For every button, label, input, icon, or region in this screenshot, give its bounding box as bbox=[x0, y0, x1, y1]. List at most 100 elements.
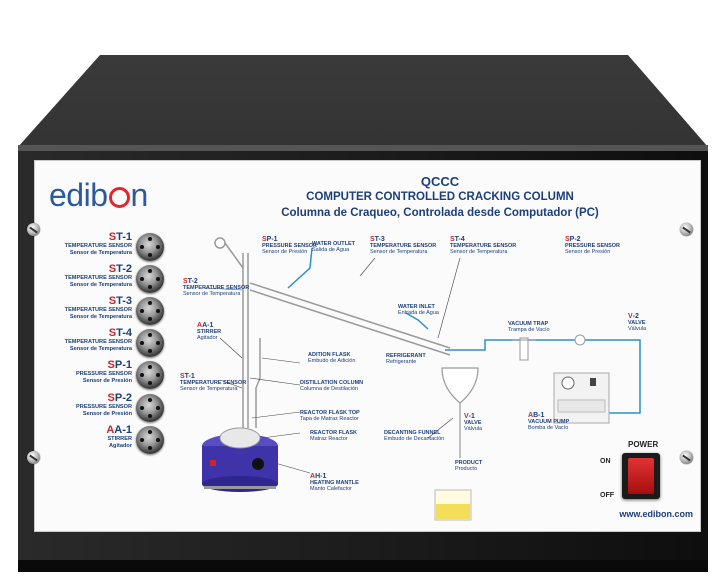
diagram-code-prefix: A bbox=[197, 322, 203, 329]
diagram-label-es: Sensor de Presión bbox=[565, 249, 611, 255]
connector-pin-icon bbox=[148, 365, 152, 369]
connector-pin-icon bbox=[148, 301, 152, 305]
diagram-label-es: Columna de Destilación bbox=[300, 386, 359, 392]
sensor-code-prefix: S bbox=[107, 392, 115, 404]
diagram-code-prefix: S bbox=[180, 373, 185, 380]
diagram-code: H-1 bbox=[315, 473, 327, 480]
sensor-name-en: TEMPERATURE SENSOR bbox=[64, 307, 132, 313]
diagram-label-es: Entrada de Agua bbox=[398, 310, 439, 316]
sensor-connector-icon[interactable] bbox=[136, 361, 164, 389]
diagram-code: -1 bbox=[468, 413, 475, 420]
sensor-name-es: Sensor de Temperatura bbox=[69, 314, 132, 320]
condenser-line bbox=[249, 282, 451, 349]
sensor-name-en: TEMPERATURE SENSOR bbox=[64, 339, 132, 345]
connector-pin-icon bbox=[140, 341, 144, 345]
diagram-label-en: PRESSURE SENSOR bbox=[262, 243, 318, 249]
diagram-code: T-3 bbox=[374, 236, 385, 243]
panel-screw-icon bbox=[27, 223, 40, 236]
process-diagram bbox=[202, 237, 641, 521]
sensor-code: T-2 bbox=[116, 263, 132, 275]
sensor-code-prefix: A bbox=[106, 424, 115, 436]
diagram-label-en: TEMPERATURE SENSOR bbox=[450, 243, 517, 249]
connector-pin-icon bbox=[148, 446, 152, 450]
connector-pin-icon bbox=[148, 285, 152, 289]
power-on-label: ON bbox=[600, 458, 611, 465]
diagram-label-es: Bomba de Vacío bbox=[528, 425, 569, 431]
diagram-code: P-1 bbox=[266, 236, 278, 243]
panel-screw-icon bbox=[27, 451, 40, 464]
connector-pin-icon bbox=[140, 373, 144, 377]
diagram-code: T-1 bbox=[184, 373, 195, 380]
water-outlet-line bbox=[287, 247, 313, 289]
diagram-label-en: PRODUCT bbox=[455, 460, 483, 466]
diagram-label-es: Sensor de Temperatura bbox=[370, 249, 428, 255]
vacuum-trap-shape bbox=[512, 337, 536, 361]
diagram-label-en: PRESSURE SENSOR bbox=[565, 243, 621, 249]
panel-screw-icon bbox=[680, 223, 693, 236]
connector-pin-icon bbox=[148, 269, 152, 273]
diagram-label-en: VACUUM PUMP bbox=[528, 419, 570, 425]
diagram-code-prefix: V bbox=[464, 413, 469, 420]
diagram-code-prefix: S bbox=[183, 278, 188, 285]
sensor-code-prefix: S bbox=[108, 327, 117, 339]
sensor-connector-icon[interactable] bbox=[136, 233, 164, 261]
diagram-label-en: REACTOR FLASK bbox=[310, 430, 357, 436]
sensor-code: T-1 bbox=[116, 231, 132, 243]
connector-pin-icon bbox=[140, 277, 144, 281]
diagram-code-prefix: S bbox=[450, 236, 455, 243]
connector-pin-icon bbox=[140, 438, 144, 442]
sensor-code: P-1 bbox=[114, 359, 132, 371]
diagram-code: A-1 bbox=[202, 322, 214, 329]
sensor-connector-icon[interactable] bbox=[136, 426, 164, 454]
diagram-code-prefix: S bbox=[370, 236, 375, 243]
diagram-label-en: DISTILLATION COLUMN bbox=[300, 380, 364, 386]
diagram-label-en: DECANTING FUNNEL bbox=[384, 430, 441, 436]
diagram-label-es: Sensor de Temperatura bbox=[183, 291, 241, 297]
connector-pin-icon bbox=[148, 381, 152, 385]
diagram-label-es: Sensor de Temperatura bbox=[180, 386, 238, 392]
sensor-connector-icon[interactable] bbox=[136, 297, 164, 325]
connector-pin-icon bbox=[156, 341, 160, 345]
sensor-connector-icon[interactable] bbox=[136, 265, 164, 293]
sensor-name-es: Sensor de Temperatura bbox=[69, 250, 132, 256]
diagram-label-es: Matraz Reactor bbox=[310, 436, 348, 442]
diagram-label-en: REACTOR FLASK TOP bbox=[300, 410, 360, 416]
sensor-name-en: STIRRER bbox=[107, 436, 132, 442]
diagram-code: T-2 bbox=[187, 278, 198, 285]
diagram-label-es: Manto Calefactor bbox=[310, 486, 352, 492]
diagram-label-es: Tapa de Matraz Reactor bbox=[300, 416, 359, 422]
sensor-code: P-2 bbox=[114, 392, 132, 404]
sensor-connector-icon[interactable] bbox=[136, 394, 164, 422]
connector-pin-icon bbox=[148, 253, 152, 257]
diagram-label-en: VACUUM TRAP bbox=[508, 321, 549, 327]
diagram-label-es: Salida de Agua bbox=[312, 247, 350, 253]
sensor-code-prefix: S bbox=[108, 231, 117, 243]
diagram-label-en: VALVE bbox=[464, 420, 482, 426]
sensor-connector-icon[interactable] bbox=[136, 329, 164, 357]
water-inlet-line bbox=[405, 312, 429, 330]
sp1-gauge-icon bbox=[214, 237, 226, 249]
sensor-name-es: Agitador bbox=[109, 443, 132, 449]
sensor-code-prefix: S bbox=[108, 295, 117, 307]
diagram-code-prefix: S bbox=[565, 236, 570, 243]
connector-pin-icon bbox=[148, 237, 152, 241]
power-switch[interactable] bbox=[628, 458, 654, 494]
connector-pin-icon bbox=[148, 398, 152, 402]
